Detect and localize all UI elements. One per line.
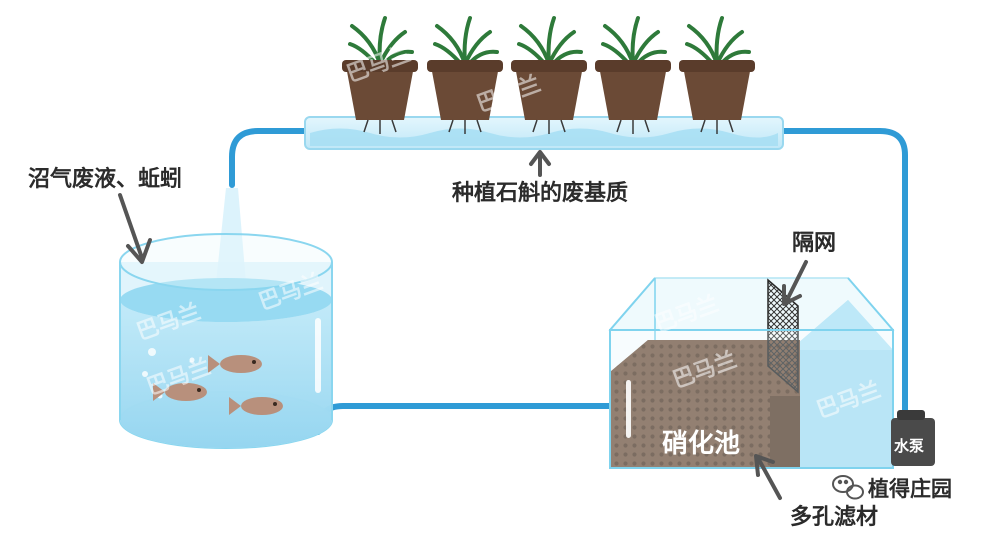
wechat-icon [832, 475, 864, 500]
pipe-bucket-to-tank [315, 403, 615, 435]
arrow-biogas [118, 193, 152, 264]
fish-2 [153, 383, 207, 401]
pipe-pump-to-tray [780, 128, 908, 418]
label-porous-filter: 多孔滤材 [790, 504, 878, 530]
nitrification-tank [608, 277, 895, 469]
plant-pots [342, 16, 755, 134]
water-pump [891, 410, 935, 466]
water-stream [216, 188, 246, 283]
plant-pot-4 [595, 16, 671, 134]
plant-pot-2 [427, 16, 503, 134]
brand: 植得庄园 [832, 475, 952, 501]
label-substrate: 种植石斛的废基质 [452, 180, 628, 206]
callout-arrows [118, 150, 808, 500]
label-biogas-input: 沼气废液、蚯蚓 [28, 166, 182, 192]
plant-pot-3 [511, 16, 587, 134]
pipe-tray-to-bucket [229, 128, 308, 188]
fish-1 [208, 355, 262, 373]
brand-name: 植得庄园 [868, 477, 952, 501]
arrow-substrate [529, 150, 551, 177]
fish-bucket [119, 233, 333, 449]
label-screen: 隔网 [792, 231, 836, 256]
plant-pot-5 [679, 16, 755, 134]
plant-pot-1 [342, 16, 418, 134]
plant-tray [304, 116, 784, 150]
porous-filter-block [610, 340, 800, 468]
fish-3 [229, 397, 283, 415]
label-pump: 水泵 [894, 437, 924, 455]
label-nitrification-tank: 硝化池 [662, 429, 740, 459]
arrow-screen [782, 260, 808, 306]
arrow-filter [754, 454, 782, 500]
